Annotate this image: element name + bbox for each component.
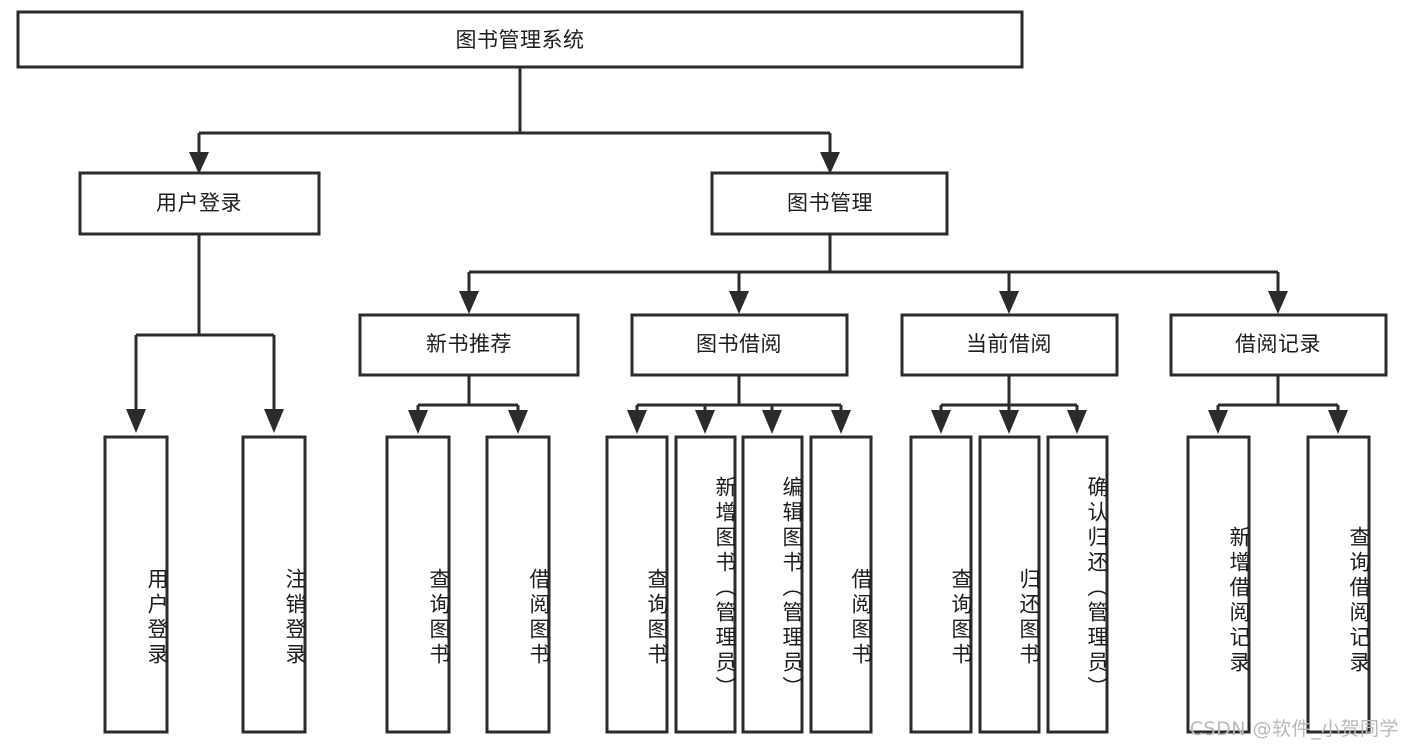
node-book-borrow[interactable]: 图书借阅 (630, 313, 849, 377)
arrow-current-borrow-leaf2 (999, 410, 1019, 434)
connectors-root-to-level2 (189, 67, 840, 174)
arrow-to-borrow-record (1268, 291, 1288, 314)
connectors-current-borrow-to-leaves (931, 375, 1087, 434)
arrow-user-login-leaf1 (126, 409, 146, 433)
leaf-box-user-login-1[interactable] (103, 435, 169, 734)
connectors-book-borrow-to-leaves (627, 375, 851, 434)
node-current-borrow-box[interactable] (900, 313, 1119, 377)
arrow-borrow-record-leaf1 (1208, 410, 1228, 434)
leaf-box-borrow-record-2[interactable] (1306, 435, 1371, 734)
leaf-box-book-borrow-2[interactable] (674, 435, 737, 734)
leaf-box-borrow-record-1[interactable] (1186, 435, 1251, 734)
connectors-user-login-to-leaves (126, 234, 284, 433)
arrow-to-user-login (189, 152, 209, 174)
arrow-book-borrow-leaf2 (695, 410, 715, 434)
node-current-borrow[interactable]: 当前借阅 (900, 313, 1119, 377)
leaf-box-book-borrow-1[interactable] (605, 435, 669, 734)
connectors-borrow-record-to-leaves (1208, 375, 1348, 434)
leaf-box-user-login-2[interactable] (241, 435, 307, 734)
arrow-current-borrow-leaf3 (1067, 410, 1087, 434)
node-borrow-record[interactable]: 借阅记录 (1169, 313, 1388, 377)
node-new-book-recommend-label: 新书推荐 (426, 332, 512, 356)
leaf-boxes-user-login (103, 435, 307, 734)
arrow-new-book-leaf2 (508, 410, 528, 434)
node-root[interactable]: 图书管理系统 (16, 10, 1024, 69)
node-user-login[interactable]: 用户登录 (78, 171, 321, 236)
node-book-manage[interactable]: 图书管理 (710, 171, 949, 236)
leaf-box-book-borrow-4[interactable] (809, 435, 873, 734)
connectors-new-book-to-leaves (408, 375, 528, 434)
arrow-user-login-leaf2 (264, 409, 284, 433)
connectors-book-manage-to-level3 (459, 234, 1288, 314)
leaf-boxes-new-book-recommend (385, 435, 551, 734)
arrow-new-book-leaf1 (408, 410, 428, 434)
node-new-book-recommend-box[interactable] (358, 313, 580, 377)
arrow-to-book-borrow (729, 291, 749, 314)
node-user-login-label: 用户登录 (156, 191, 242, 215)
csdn-watermark: CSDN @软件_小贺同学 (1189, 718, 1399, 740)
node-borrow-record-label: 借阅记录 (1235, 332, 1321, 356)
leaf-box-current-borrow-3[interactable] (1046, 435, 1109, 734)
arrow-to-current-borrow (999, 291, 1019, 314)
node-user-login-box[interactable] (78, 171, 321, 236)
arrow-to-new-book (459, 291, 479, 314)
node-root-box[interactable] (16, 10, 1024, 69)
node-new-book-recommend[interactable]: 新书推荐 (358, 313, 580, 377)
node-book-manage-label: 图书管理 (787, 191, 873, 215)
node-book-borrow-box[interactable] (630, 313, 849, 377)
leaf-box-current-borrow-1[interactable] (909, 435, 973, 734)
leaf-boxes-borrow-record (1186, 435, 1371, 734)
leaf-boxes-book-borrow (605, 435, 873, 734)
leaf-boxes-current-borrow (909, 435, 1109, 734)
leaf-box-current-borrow-2[interactable] (978, 435, 1041, 734)
arrow-borrow-record-leaf2 (1328, 410, 1348, 434)
arrow-to-book-manage (820, 152, 840, 174)
node-current-borrow-label: 当前借阅 (966, 332, 1052, 356)
leaf-box-new-book-1[interactable] (385, 435, 451, 734)
arrow-book-borrow-leaf1 (627, 410, 647, 434)
arrow-book-borrow-leaf4 (831, 410, 851, 434)
node-book-manage-box[interactable] (710, 171, 949, 236)
leaf-box-new-book-2[interactable] (485, 435, 551, 734)
arrow-book-borrow-leaf3 (762, 410, 782, 434)
node-root-label: 图书管理系统 (456, 28, 585, 52)
node-book-borrow-label: 图书借阅 (696, 332, 782, 356)
leaf-box-book-borrow-3[interactable] (741, 435, 804, 734)
node-borrow-record-box[interactable] (1169, 313, 1388, 377)
arrow-current-borrow-leaf1 (931, 410, 951, 434)
